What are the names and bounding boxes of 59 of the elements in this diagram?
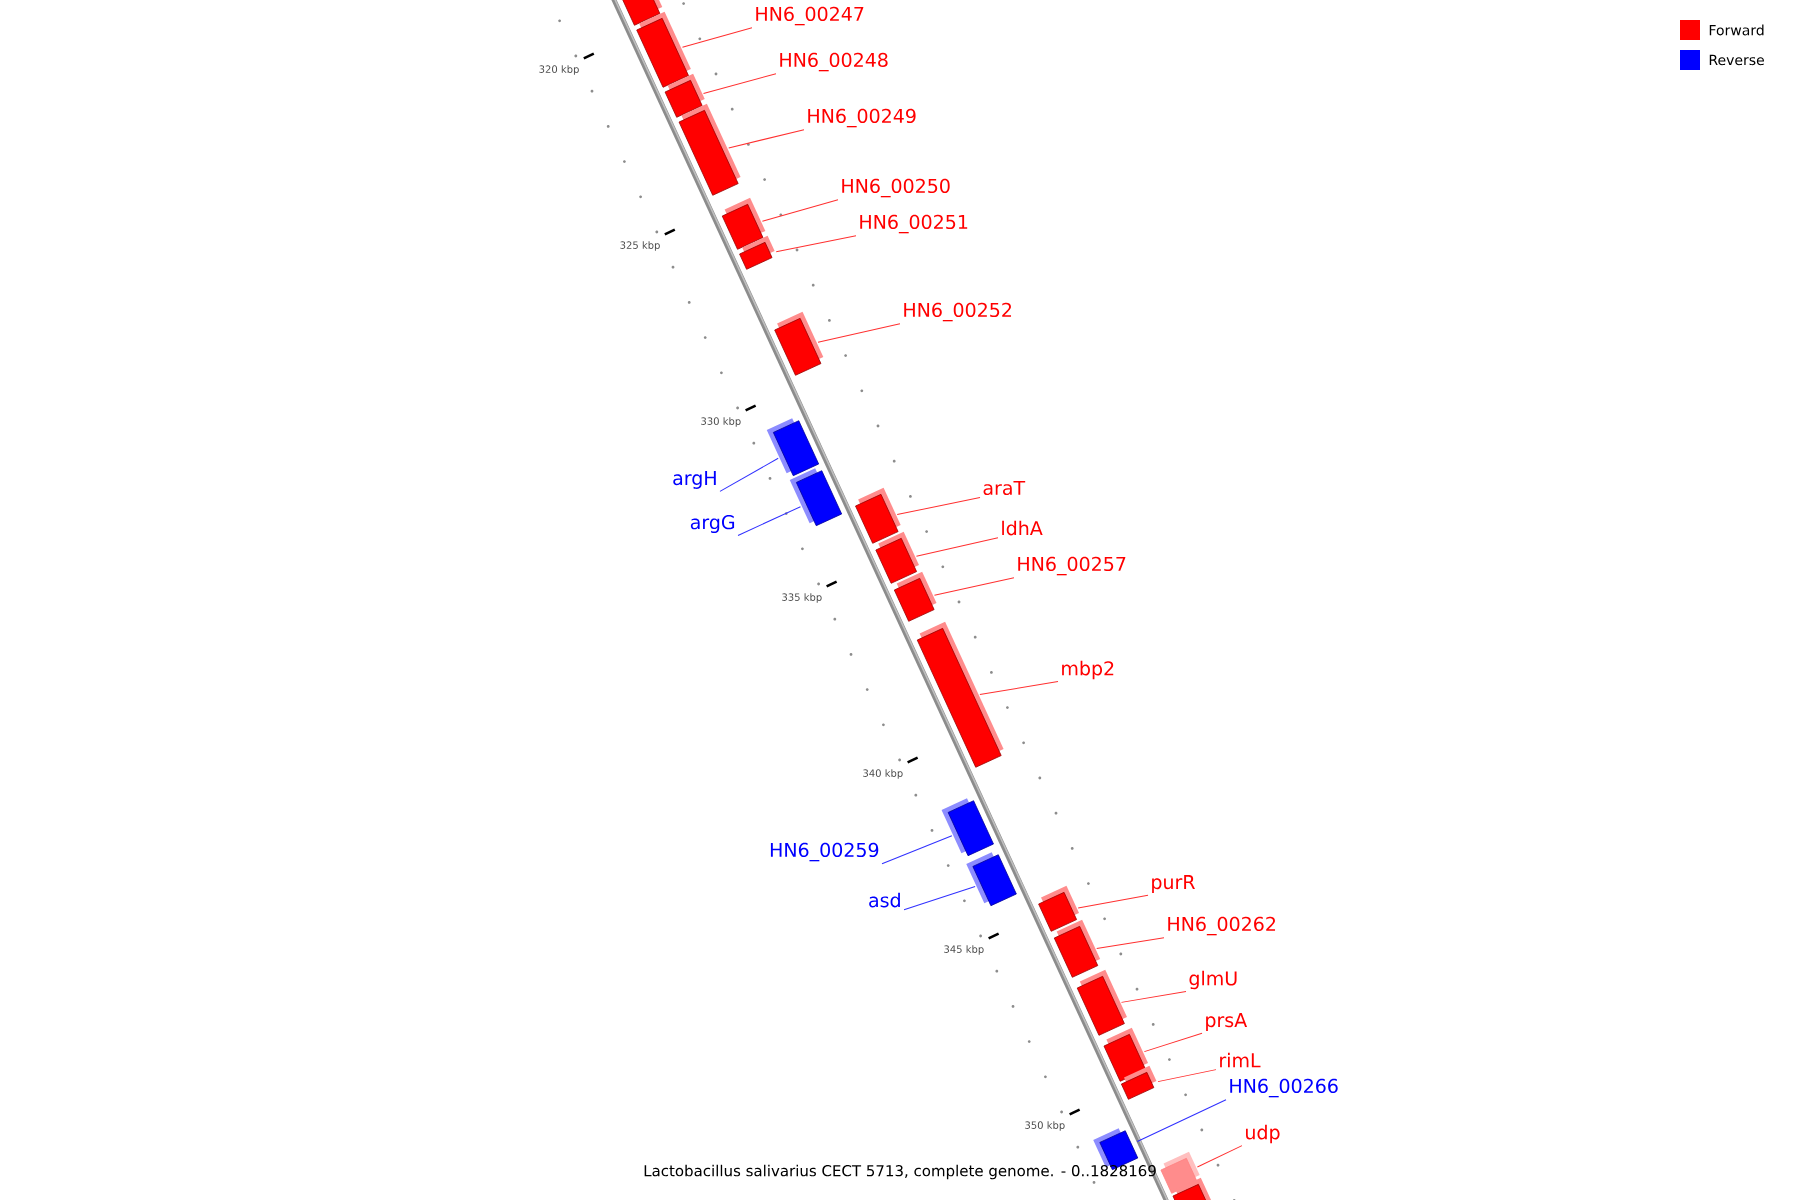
gene-label: HN6_00248 — [780, 52, 888, 72]
leader-line — [933, 577, 1015, 596]
leader-line — [728, 129, 805, 149]
gene-block — [1121, 1065, 1157, 1100]
gene-block — [875, 531, 919, 584]
gene-block — [1038, 885, 1079, 932]
leader-line — [761, 199, 839, 222]
gene-label: HN6_00252 — [904, 302, 1011, 322]
leader-line — [719, 457, 779, 492]
leader-line — [1157, 1069, 1217, 1083]
gene-label: udp — [1246, 1124, 1280, 1144]
gene-label: asd — [869, 892, 900, 908]
gene-label: glmU — [1189, 970, 1237, 990]
gene-label: HN6_00250 — [842, 178, 950, 198]
gene-label: HN6_00251 — [860, 214, 968, 234]
gene-label: argH — [673, 471, 716, 489]
leader-line — [1143, 1032, 1203, 1053]
leader-line — [703, 73, 777, 94]
gene-label: ldhA — [1002, 520, 1043, 536]
gene-label: HN6_00249 — [808, 108, 916, 128]
leader-line — [896, 496, 981, 516]
gene-block — [774, 311, 824, 376]
gene-label: HN6_00257 — [1018, 556, 1126, 576]
gene-label: araT — [983, 480, 1026, 496]
leader-line — [1077, 894, 1149, 909]
gene-label: rimL — [1220, 1052, 1261, 1068]
gene-label: HN6_00266 — [1230, 1078, 1338, 1098]
gene-label: prsA — [1206, 1013, 1248, 1031]
gene-block — [855, 487, 901, 544]
gene-label: HN6_00247 — [756, 6, 864, 26]
leader-line — [1196, 1145, 1243, 1168]
gene-block — [1076, 969, 1127, 1036]
leader-line — [681, 27, 753, 48]
leader-line — [915, 537, 999, 557]
leader-line — [979, 681, 1059, 695]
gene-block — [941, 798, 994, 857]
gene-block — [636, 11, 691, 88]
leader-line — [1120, 991, 1187, 1003]
leader-line — [775, 235, 857, 253]
gene-block — [1172, 1177, 1215, 1200]
leader-line — [1136, 1099, 1227, 1142]
leader-line — [737, 506, 801, 536]
leader-line — [903, 886, 976, 911]
leader-line — [1096, 937, 1165, 949]
gene-label: HN6_00262 — [1168, 916, 1276, 936]
gene-block — [893, 571, 937, 622]
gene-block — [789, 468, 843, 527]
gene-block — [1053, 919, 1101, 978]
gene-label: mbp2 — [1062, 660, 1114, 680]
gene-label: argG — [690, 514, 735, 534]
gene-label: purR — [1152, 875, 1195, 893]
gene-block — [766, 418, 820, 477]
gene-block — [966, 852, 1017, 907]
leader-line — [817, 323, 901, 343]
gene-block — [916, 621, 1004, 768]
gene-block — [739, 235, 775, 270]
leader-line — [881, 835, 953, 865]
gene-block — [678, 103, 741, 196]
gene-label: HN6_00259 — [770, 842, 879, 862]
